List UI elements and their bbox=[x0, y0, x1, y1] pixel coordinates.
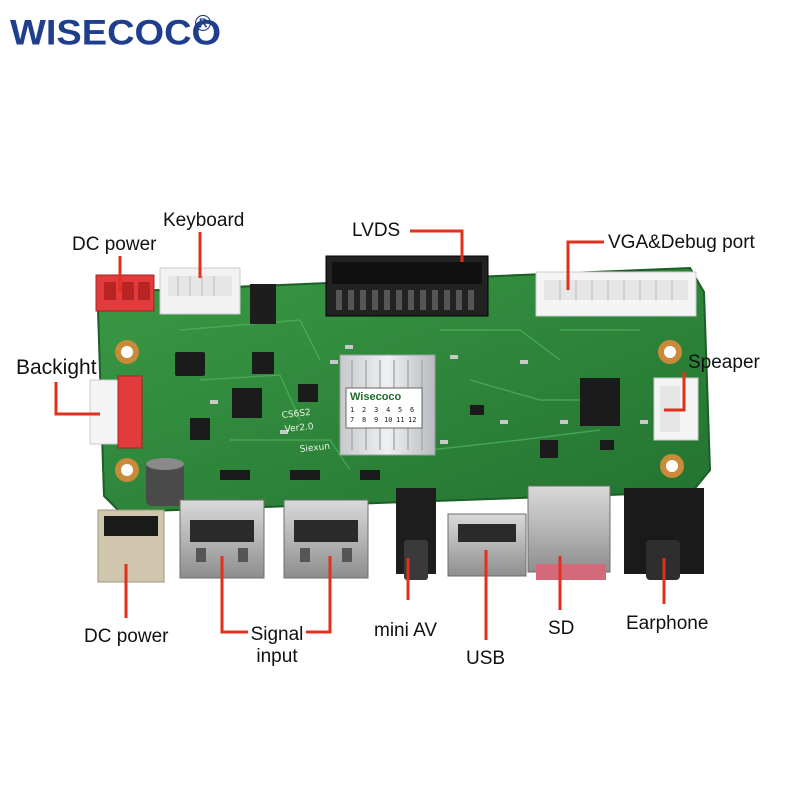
usb-port bbox=[447, 513, 527, 577]
silkscreen-maker: Siexun bbox=[299, 442, 330, 455]
chip-num-10: 10 bbox=[384, 416, 392, 424]
hdmi-port-1 bbox=[179, 499, 265, 579]
chip-num-5: 5 bbox=[398, 406, 402, 414]
callout-keyboard: Keyboard bbox=[163, 210, 245, 231]
leader-lines bbox=[54, 229, 686, 640]
backlight-connector bbox=[89, 375, 143, 449]
callout-lvds: LVDS bbox=[352, 220, 401, 241]
chip-num-11: 11 bbox=[396, 416, 404, 424]
chip-num-1: 1 bbox=[350, 406, 354, 414]
callout-signal-input-line1: Signal bbox=[250, 624, 304, 645]
callout-dc-power-top: DC power bbox=[72, 234, 157, 255]
chip-num-6: 6 bbox=[410, 406, 414, 414]
hdmi-port-2 bbox=[283, 499, 369, 579]
callout-signal-input: Signal input bbox=[248, 624, 306, 668]
callout-backlight: Backight bbox=[16, 356, 97, 379]
callout-usb: USB bbox=[466, 648, 506, 669]
dc-power-bottom-jack bbox=[97, 509, 165, 583]
mini-av-jack bbox=[396, 488, 436, 580]
sd-slot bbox=[527, 485, 611, 580]
jumper-header bbox=[250, 284, 276, 324]
chip-num-12: 12 bbox=[408, 416, 416, 424]
callout-mini-av: mini AV bbox=[374, 620, 438, 641]
chip-num-4: 4 bbox=[386, 406, 390, 414]
vga-debug-connector bbox=[535, 271, 697, 317]
smd-resistors bbox=[210, 345, 648, 444]
chip-num-2: 2 bbox=[362, 406, 366, 414]
callout-sd: SD bbox=[548, 618, 575, 639]
chip-label-grid: 1 2 3 4 5 6 7 8 9 10 11 12 bbox=[350, 406, 416, 424]
chip-num-9: 9 bbox=[374, 416, 378, 424]
registered-mark: ® bbox=[192, 12, 214, 37]
chip-num-7: 7 bbox=[350, 416, 354, 424]
brand-logo: WISECOCO bbox=[10, 14, 222, 53]
chip-num-3: 3 bbox=[374, 406, 378, 414]
lvds-connector bbox=[325, 255, 489, 317]
chip-label-brand: Wisecoco bbox=[350, 391, 402, 403]
callout-speaker: Speaper bbox=[688, 352, 760, 373]
callout-dc-power-bottom: DC power bbox=[84, 626, 169, 647]
dc-power-top-connector bbox=[95, 274, 155, 312]
mounting-holes bbox=[115, 340, 684, 482]
heatsink bbox=[339, 354, 436, 456]
smd-components bbox=[175, 352, 620, 480]
callout-earphone: Earphone bbox=[626, 613, 709, 634]
callout-signal-input-line2: input bbox=[256, 646, 298, 667]
keyboard-connector bbox=[159, 267, 241, 315]
silkscreen-model: CS6S2 bbox=[281, 408, 311, 421]
callout-vga-debug: VGA&Debug port bbox=[608, 232, 755, 253]
chip-num-8: 8 bbox=[362, 416, 366, 424]
silkscreen-version: Ver2.0 bbox=[284, 422, 314, 435]
capacitor bbox=[146, 458, 184, 506]
